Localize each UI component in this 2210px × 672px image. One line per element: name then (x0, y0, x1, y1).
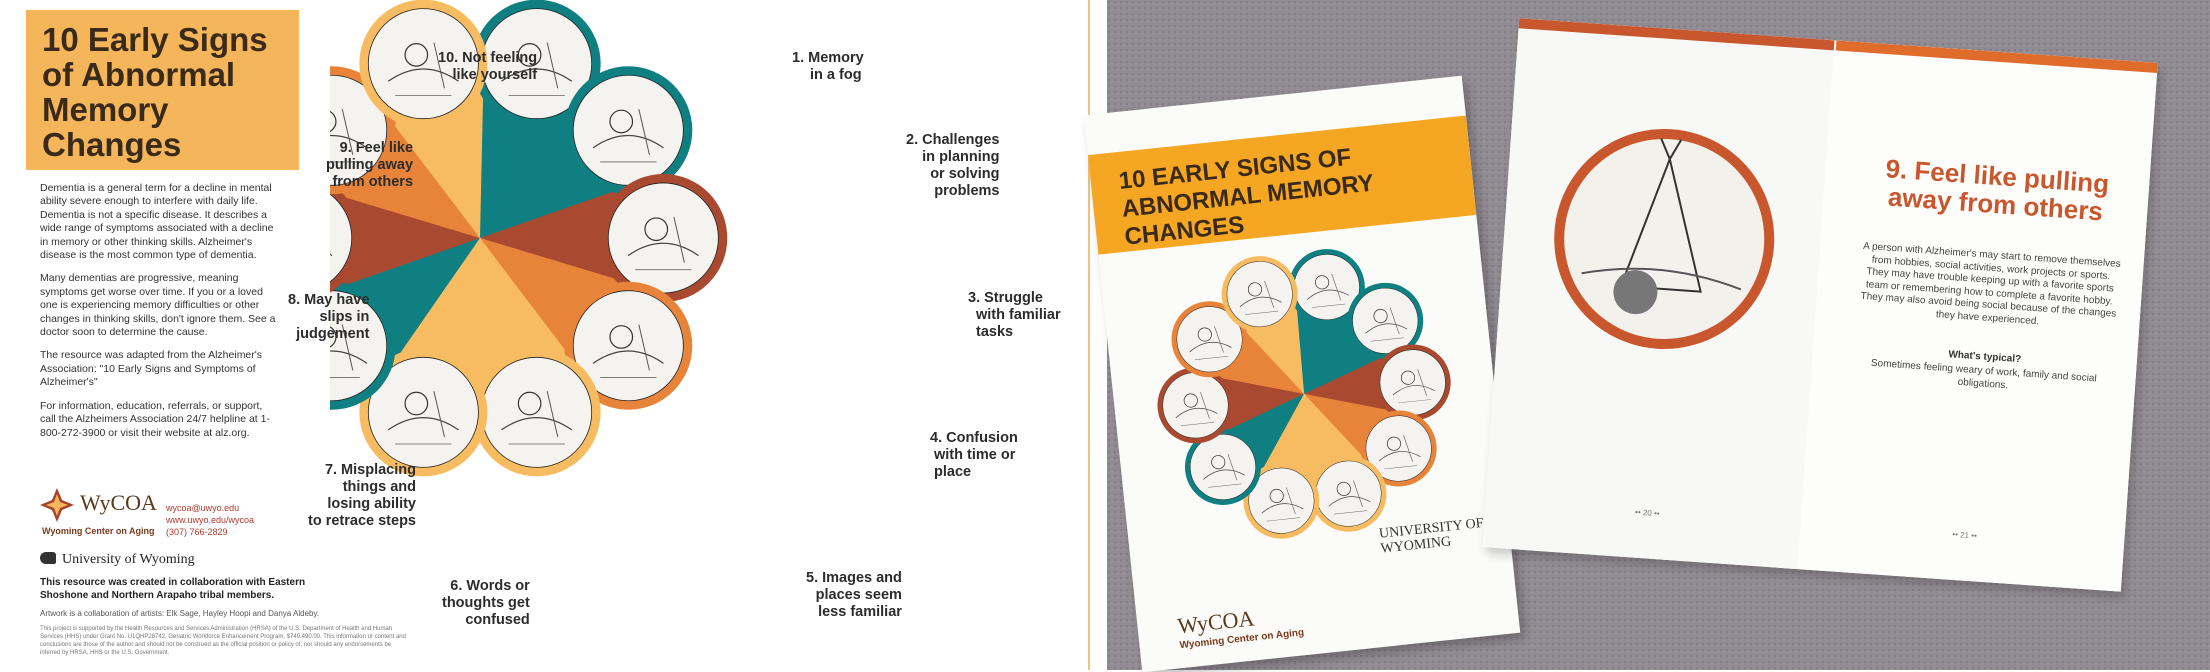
signs-wheel (330, 0, 728, 477)
spread-body: A person with Alzheimer's may start to r… (1860, 240, 2122, 327)
wycoa-star-icon (40, 488, 74, 522)
poster-title: 10 Early Signs of Abnormal Memory Change… (42, 21, 268, 163)
booklet-cover: 10 EARLY SIGNS OF ABNORMAL MEMORY CHANGE… (1083, 75, 1521, 672)
university-name: University of Wyoming (62, 552, 195, 567)
page-number-left: •• 20 •• (1634, 507, 1660, 519)
intro-paragraph: Many dementias are progressive, meaning … (40, 272, 276, 339)
wheel-ray-8 (330, 185, 480, 291)
logo-name: WyCOA (80, 490, 157, 515)
funding-fine-print: This project is supported by the Health … (40, 626, 406, 656)
left-page: •• 20 •• (1482, 18, 1835, 570)
contact-email: wycoa@uwyo.edu (166, 503, 240, 513)
intro-paragraph: Dementia is a general term for a decline… (40, 182, 274, 262)
contact-phone: (307) 766-2829 (166, 527, 228, 537)
sign-9-illustration (1554, 128, 1775, 349)
contact-website: www.uwyo.edu/wycoa (166, 515, 255, 525)
logo-subtitle: Wyoming Center on Aging (42, 526, 155, 536)
sign-illustration-9 (330, 74, 388, 186)
intro-paragraph: The resource was adapted from the Alzhei… (40, 349, 263, 389)
spread-heading: 9. Feel like pulling away from others (1884, 153, 2111, 227)
cover-wheel (1157, 249, 1451, 539)
sign-illustration-8 (330, 193, 353, 283)
contact-info: wycoa@uwyo.edu www.uwyo.edu/wycoa (307) … (166, 502, 254, 538)
poster: 10 Early Signs of Abnormal Memory Change… (0, 0, 1090, 670)
artists-credit: Artwork is a collaboration of artists: E… (40, 609, 320, 618)
booklet-spread: •• 20 •• 9. Feel like pulling away from … (1482, 18, 2158, 592)
intro-text: Dementia is a general term for a decline… (40, 182, 280, 450)
university-logo: University of Wyoming (40, 552, 195, 568)
right-page: 9. Feel like pulling away from others A … (1799, 40, 2158, 592)
intro-paragraph: For information, education, referrals, o… (40, 399, 270, 439)
title-box: 10 Early Signs of Abnormal Memory Change… (26, 10, 299, 170)
page-number-right: •• 21 •• (1952, 529, 1978, 541)
wycoa-logo: WyCOA Wyoming Center on Aging (40, 488, 160, 543)
collaboration-note: This resource was created in collaborati… (40, 577, 306, 601)
bison-icon (40, 552, 56, 564)
